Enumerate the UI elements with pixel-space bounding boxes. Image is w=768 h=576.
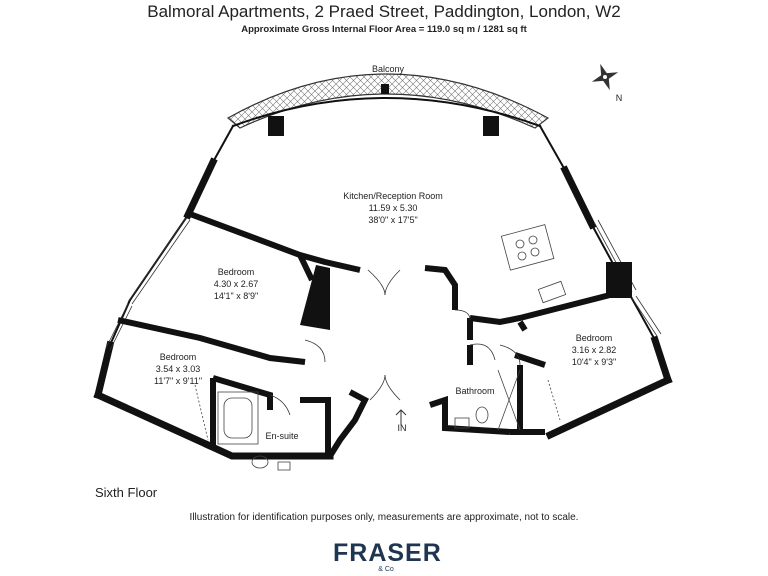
bedroom2-metric: 3.54 x 3.03 — [156, 364, 201, 374]
balcony-label: Balcony — [372, 64, 405, 74]
floor-label: Sixth Floor — [95, 485, 158, 500]
brand-name: FRASER — [333, 539, 442, 567]
bedroom3-metric: 3.16 x 2.82 — [572, 345, 617, 355]
bedroom1-imperial: 14'1" x 8'9" — [214, 291, 258, 301]
compass-icon — [591, 63, 619, 91]
outer-walls — [93, 97, 673, 460]
doors — [269, 269, 521, 416]
bedroom1-label: Bedroom 4.30 x 2.67 14'1" x 8'9" — [214, 267, 259, 301]
bathroom-fixtures — [454, 369, 561, 431]
kitchen-metric: 11.59 x 5.30 — [369, 203, 418, 213]
ensuite-label: En-suite — [265, 431, 298, 441]
bedroom3-imperial: 10'4" x 9'3" — [572, 357, 616, 367]
brand-sub: & Co — [378, 566, 394, 573]
kitchen-imperial: 38'0" x 17'5" — [368, 215, 417, 225]
floor-area-subtitle: Approximate Gross Internal Floor Area = … — [241, 24, 527, 35]
plan-title: Balmoral Apartments, 2 Praed Street, Pad… — [147, 2, 621, 21]
bedroom2-name: Bedroom — [160, 352, 197, 362]
kitchen-name: Kitchen/Reception Room — [343, 191, 443, 201]
bedroom2-label: Bedroom 3.54 x 3.03 11'7" x 9'11" — [154, 352, 202, 386]
bedroom1-metric: 4.30 x 2.67 — [214, 279, 259, 289]
bedroom1-name: Bedroom — [218, 267, 255, 277]
entrance-arrow-icon — [395, 409, 407, 425]
ensuite-fixtures — [194, 384, 291, 471]
kitchen-label: Kitchen/Reception Room 11.59 x 5.30 38'0… — [343, 191, 443, 225]
kitchen-sink — [537, 280, 567, 304]
balcony-area — [226, 73, 550, 129]
bedroom3-name: Bedroom — [576, 333, 613, 343]
columns — [268, 84, 632, 298]
entrance-label: IN — [398, 423, 407, 433]
windows — [105, 217, 662, 351]
wardrobe — [300, 265, 330, 330]
bedroom3-label: Bedroom 3.16 x 2.82 10'4" x 9'3" — [572, 333, 617, 367]
bedroom2-imperial: 11'7" x 9'11" — [154, 376, 202, 386]
north-label: N — [616, 93, 623, 103]
interior-walls — [117, 211, 611, 458]
bathroom-label: Bathroom — [455, 386, 494, 396]
kitchen-island — [500, 224, 555, 271]
disclaimer: Illustration for identification purposes… — [189, 512, 579, 523]
brand-logo: FRASER & Co — [333, 539, 442, 576]
